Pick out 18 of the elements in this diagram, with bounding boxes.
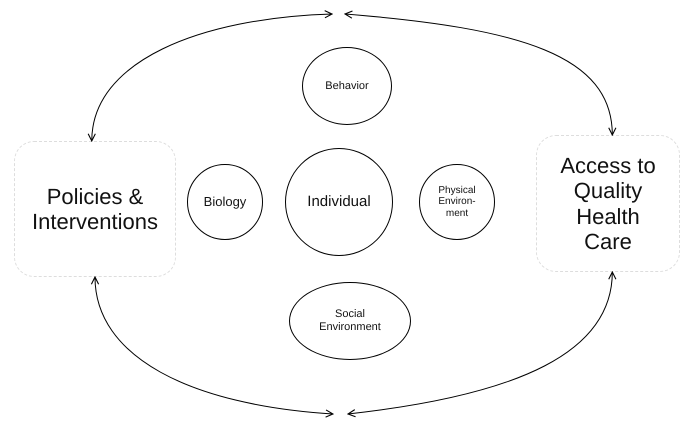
curved-arrow [347, 271, 616, 418]
node-label: Physical Environ- ment [437, 184, 477, 220]
ellipse-node [302, 47, 392, 125]
node-label: Social Environment [318, 308, 382, 334]
circle-node [419, 164, 495, 240]
node-label: Access to Quality Health Care [559, 152, 657, 254]
node-label: Individual [307, 193, 371, 211]
ellipse-node [289, 282, 411, 360]
circle-node [285, 148, 393, 256]
curved-arrow [344, 10, 616, 136]
rounded-box [14, 141, 176, 277]
rounded-box [536, 135, 680, 272]
node-label: Behavior [325, 80, 369, 92]
circle-node [187, 164, 263, 240]
curved-arrow [92, 276, 334, 418]
node-label: Policies & Interventions [31, 184, 159, 234]
curved-arrow [88, 10, 333, 142]
node-label: Biology [204, 194, 246, 210]
